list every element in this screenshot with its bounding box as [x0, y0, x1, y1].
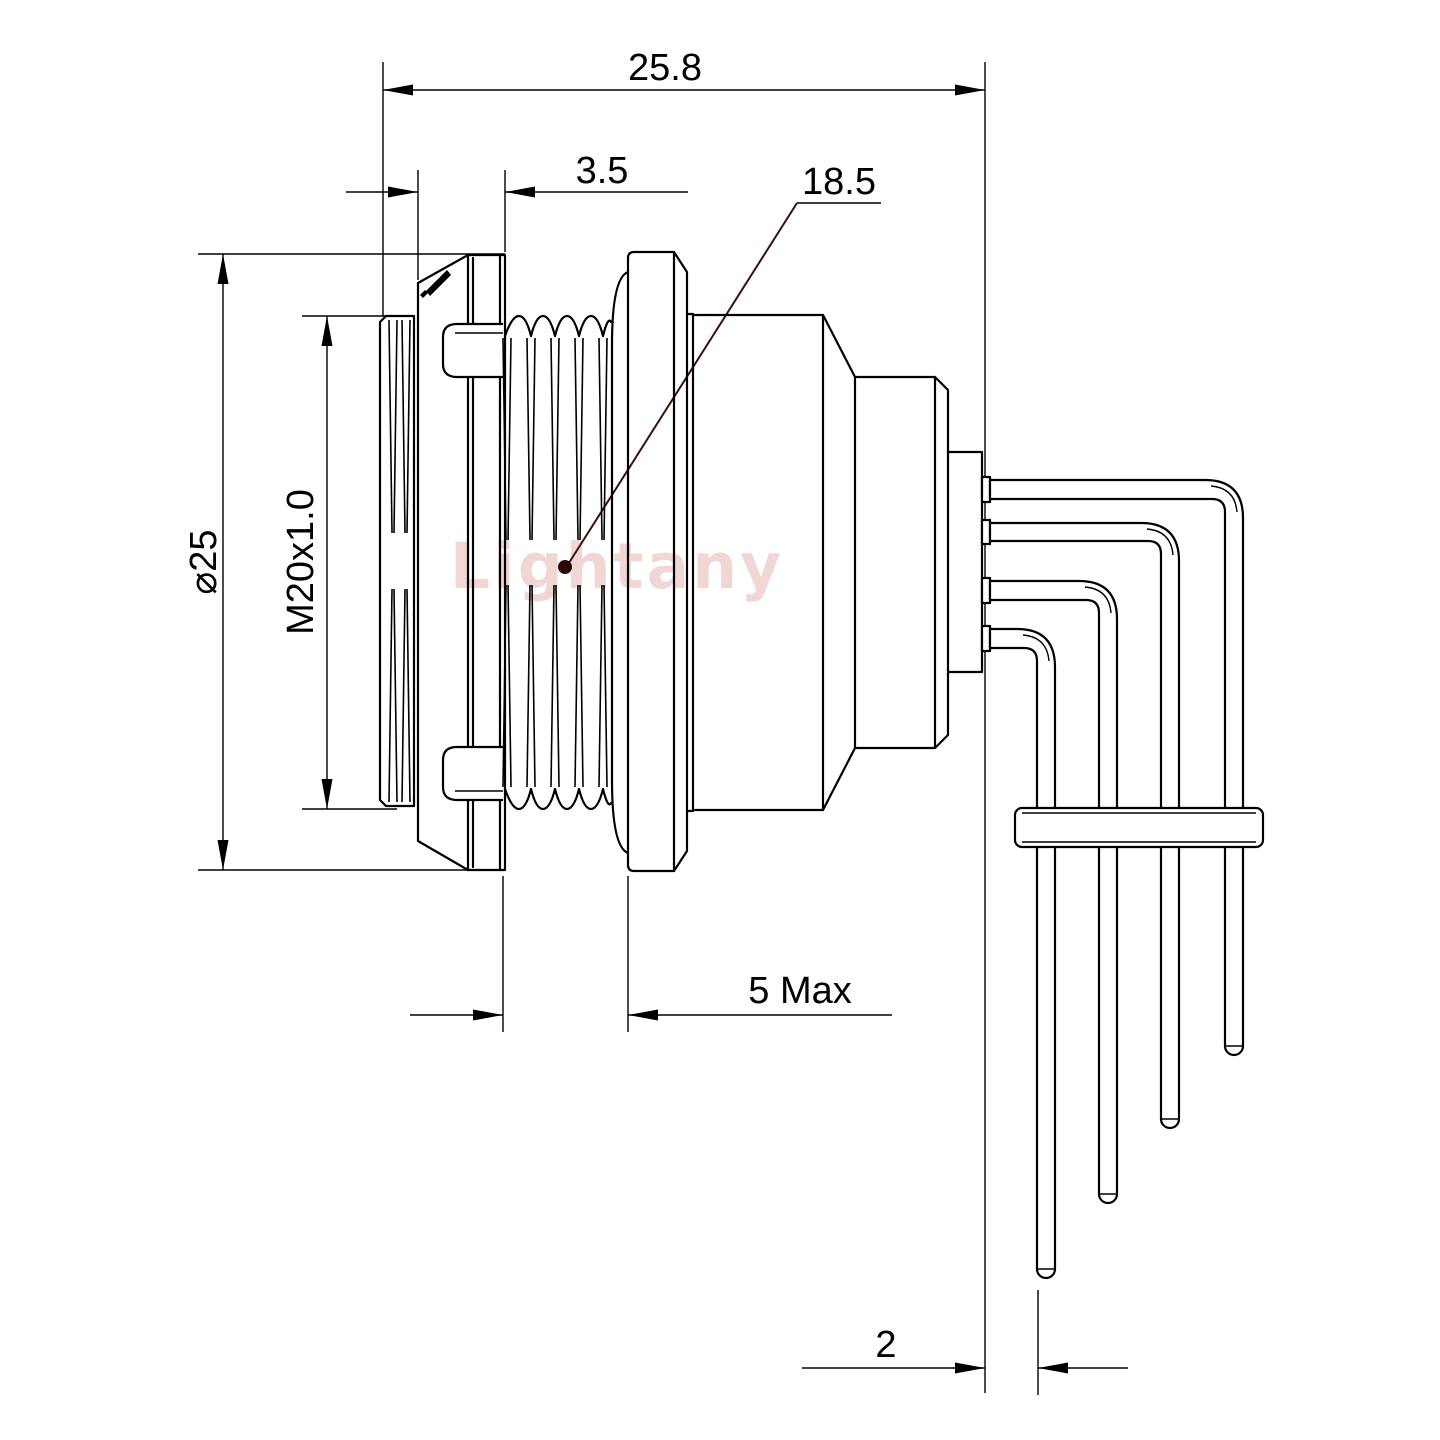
dim-thread-spec: M20x1.0 [280, 315, 412, 810]
leader-dot [558, 560, 572, 574]
extension-line [346, 170, 688, 280]
engraved-mark [420, 270, 451, 298]
rear-body [691, 313, 825, 812]
dim-pin-offset: 2 [802, 1290, 1128, 1395]
spacer-bar-outline [1013, 806, 1265, 849]
flange-outline [416, 253, 507, 872]
arrowhead [955, 1362, 1068, 1374]
thread-crests-top [503, 314, 613, 338]
dim-total-length-label: 25.8 [628, 47, 702, 89]
pcb-pin-2-detail [1146, 528, 1179, 1120]
dim-panel-thickness: 5 Max [410, 876, 892, 1032]
retaining-clip-bottom [441, 745, 503, 802]
pin-stub-1 [980, 475, 992, 504]
extension-line [802, 1290, 1128, 1395]
extension-line [410, 876, 892, 1032]
coupling-outline [378, 314, 416, 808]
dim-panel-thickness-label: 5 Max [748, 970, 851, 1012]
pcb-pin-3 [988, 579, 1119, 1205]
leader-line [566, 202, 798, 567]
thread-flanks [502, 337, 608, 788]
arrowhead [473, 1009, 658, 1021]
dim-thread-spec-label: M20x1.0 [280, 489, 322, 635]
thread-profile [502, 314, 613, 811]
dim-flange-thickness-label: 3.5 [576, 150, 629, 192]
pin-stub-3 [980, 576, 992, 605]
panel-nut [626, 250, 695, 873]
spacer-bar-edges [1022, 812, 1256, 843]
pcb-pins [980, 475, 1245, 1280]
contact-insert [946, 450, 984, 674]
pcb-pin-2 [988, 521, 1181, 1130]
extension-line [198, 253, 505, 871]
seal-washer [610, 270, 630, 855]
pcb-pin-3-detail [1084, 586, 1117, 1195]
pcb-pin-1 [988, 478, 1245, 1057]
coupling-ribs [378, 314, 416, 808]
dim-thread-ref-label: 18.5 [802, 161, 876, 203]
pin-stub-2 [980, 518, 992, 546]
pcb-pin-1-detail [1210, 485, 1243, 1047]
rear-body-step [853, 375, 950, 750]
thread-crests-bottom [503, 787, 613, 811]
pcb-pin-4-detail [1022, 634, 1055, 1270]
dim-pin-offset-label: 2 [875, 1324, 896, 1366]
mounting-flange [416, 253, 507, 872]
dim-flange-thickness: 3.5 [346, 150, 688, 280]
coupling-rib-lines [388, 319, 411, 803]
dim-outer-diameter-label: ⌀25 [183, 529, 225, 594]
leader-thread-ref: 18.5 [566, 161, 881, 567]
pin-stub-4 [980, 624, 992, 653]
dim-total-length: 25.8 [382, 47, 986, 1393]
extension-line [382, 62, 986, 1393]
arrowhead [388, 186, 535, 198]
body-taper [821, 313, 857, 812]
pcb-pin-4 [988, 627, 1057, 1280]
retaining-clip-top [441, 322, 503, 379]
pin-spacer-bar [1013, 806, 1265, 849]
dim-outer-diameter: ⌀25 [183, 253, 505, 871]
